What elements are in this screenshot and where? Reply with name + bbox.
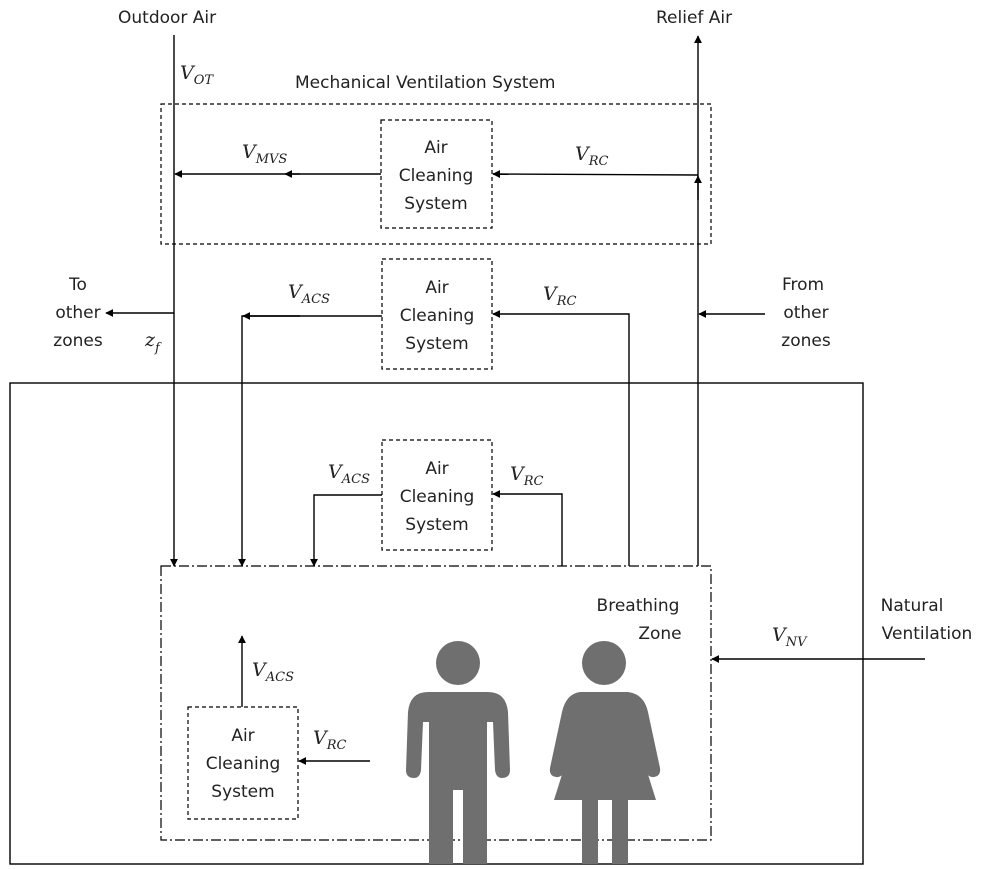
v-nv-label: VNV	[772, 624, 808, 650]
outdoor-air-label: Outdoor Air	[118, 8, 216, 28]
acs-mvs-line3: System	[404, 194, 467, 214]
natural-ventilation-line2: Ventilation	[882, 624, 973, 644]
acs-portable-line3: System	[211, 782, 274, 802]
v-rc-label-mvs: VRC	[575, 143, 609, 169]
natural-ventilation-line1: Natural	[881, 596, 944, 616]
acs-2-line2: Cleaning	[400, 306, 475, 326]
rc-return-3	[492, 490, 563, 566]
acs-mvs-line2: Cleaning	[399, 166, 474, 186]
acs-2-line3: System	[405, 334, 468, 354]
mvs-boundary	[160, 103, 712, 245]
breathing-zone-line2: Zone	[638, 624, 681, 644]
from-other-zones-line1: From	[782, 275, 824, 295]
mvs-title: Mechanical Ventilation System	[295, 73, 556, 93]
acs-portable-line1: Air	[231, 726, 254, 746]
from-other-zones-line2: other	[783, 303, 828, 323]
air-cleaning-system-box-mvs	[380, 119, 493, 229]
breathing-zone-line1: Breathing	[597, 596, 680, 616]
rc-return-2	[492, 310, 630, 566]
acs-3-line2: Cleaning	[400, 487, 475, 507]
v-acs-label-3: VACS	[328, 461, 370, 487]
acs-3-line1: Air	[425, 459, 448, 479]
acs-3-line3: System	[405, 515, 468, 535]
man-icon	[406, 641, 510, 864]
acs-supply-2	[238, 315, 382, 567]
from-other-zones-line3: zones	[781, 331, 831, 351]
to-other-zones-line1: To	[68, 275, 87, 295]
acs-2-line1: Air	[425, 278, 448, 298]
acs-portable-line2: Cleaning	[206, 754, 281, 774]
air-cleaning-system-box-2	[381, 258, 493, 370]
v-ot-label: VOT	[180, 62, 214, 88]
air-cleaning-system-box-portable	[187, 706, 299, 820]
to-other-zones-line3: zones	[53, 331, 103, 351]
v-acs-label-2: VACS	[288, 281, 330, 307]
to-other-zones-line2: other	[55, 303, 100, 323]
v-acs-label-portable: VACS	[252, 659, 294, 685]
v-mvs-label: VMVS	[242, 141, 287, 167]
acs-supply-3	[310, 494, 382, 567]
rc-arrow-mvs	[492, 170, 699, 179]
acs-mvs-line1: Air	[424, 138, 447, 158]
woman-icon	[549, 641, 661, 864]
z-f-label: zf	[144, 329, 162, 356]
relief-air-label: Relief Air	[656, 8, 732, 28]
v-rc-label-3: VRC	[510, 463, 544, 489]
v-rc-label-portable: VRC	[313, 727, 347, 753]
v-rc-label-2: VRC	[543, 283, 577, 309]
